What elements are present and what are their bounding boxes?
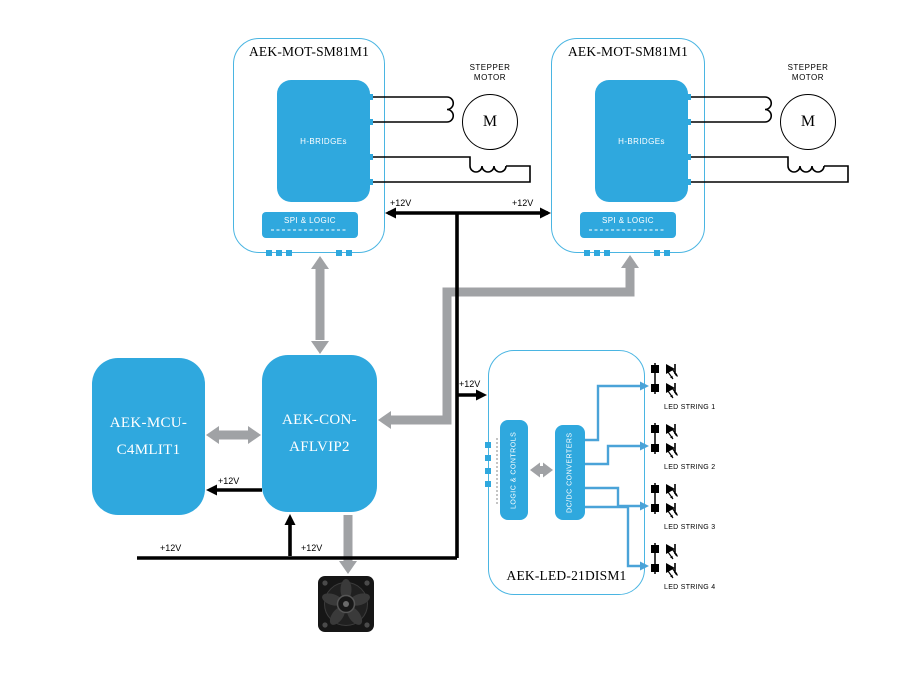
con-block-label-line1: AEK-CON- <box>282 411 357 428</box>
board-motor-1 <box>233 38 385 253</box>
logic-controls-block: LOGIC & CONTROLS <box>500 420 528 520</box>
stepper-motor-label-1-line1: STEPPER <box>469 63 511 72</box>
spi-logic-block-1: SPI & LOGIC <box>262 212 358 238</box>
power-label-bottom-left: +12V <box>160 543 182 553</box>
mcu-block-label-line1: AEK-MCU- <box>109 414 188 431</box>
power-label-mcu-branch: +12V <box>218 476 240 486</box>
fan-icon <box>318 576 374 632</box>
stepper-motor-symbol-2: M <box>780 94 836 150</box>
dcdc-converters-block: DC/DC CONVERTERS <box>555 425 585 520</box>
stepper-motor-label-2-line2: MOTOR <box>791 73 825 82</box>
led-board-title: AEK-LED-21DISM1 <box>506 568 627 583</box>
led-string-label-3: LED STRING 3 <box>664 524 716 531</box>
power-label-top-left: +12V <box>390 198 412 208</box>
power-label-top-right: +12V <box>512 198 534 208</box>
led-string-label-4: LED STRING 4 <box>664 584 716 591</box>
board-motor-1-title: AEK-MOT-SM81M1 <box>248 44 370 59</box>
power-label-led-branch: +12V <box>459 379 481 389</box>
mcu-block: AEK-MCU- C4MLIT1 <box>92 358 205 515</box>
spi-logic-block-2: SPI & LOGIC <box>580 212 676 238</box>
stepper-motor-label-1-line2: MOTOR <box>473 73 507 82</box>
con-block-label-line2: AFLVIP2 <box>289 438 350 455</box>
mcu-block-label-line2: C4MLIT1 <box>116 441 181 458</box>
stepper-motor-label-2: STEPPER MOTOR <box>774 63 842 83</box>
power-label-bottom-center: +12V <box>301 543 323 553</box>
stepper-motor-label-1: STEPPER MOTOR <box>456 63 524 83</box>
stepper-motor-symbol-1: M <box>462 94 518 150</box>
con-block: AEK-CON- AFLVIP2 <box>262 355 377 512</box>
hbridge-block-1: H-BRIDGEs <box>277 80 370 202</box>
board-motor-2-title: AEK-MOT-SM81M1 <box>567 44 689 59</box>
stepper-motor-label-2-line1: STEPPER <box>787 63 829 72</box>
led-string-label-2: LED STRING 2 <box>664 464 716 471</box>
hbridge-block-2: H-BRIDGEs <box>595 80 688 202</box>
led-string-label-1: LED STRING 1 <box>664 404 716 411</box>
